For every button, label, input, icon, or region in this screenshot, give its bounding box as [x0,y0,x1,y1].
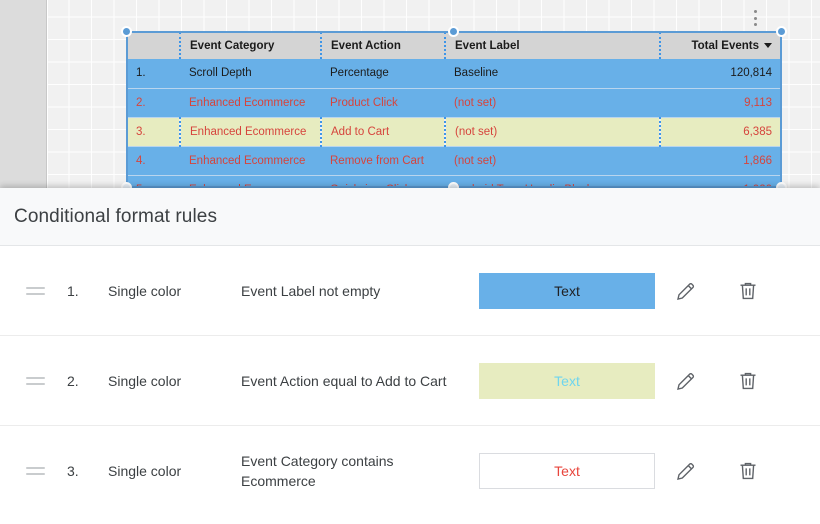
pencil-icon[interactable] [655,279,717,303]
drag-handle-line [26,292,45,295]
rule-type: Single color [108,282,182,299]
drag-handle-icon[interactable] [26,467,50,475]
drag-handle-icon[interactable] [26,376,50,385]
report-table-component[interactable]: Event Category Event Action Event Label … [121,26,787,205]
page-title: Conditional format rules [14,205,218,227]
dialog-header: Conditional format rules [0,188,820,246]
rule-type: Single color [108,372,182,389]
cell-event-action: Remove from Cart [321,146,445,176]
cell-event-category: Enhanced Ecommerce [180,146,321,176]
resize-handle-top-center[interactable] [448,26,459,37]
cell-event-label: (not set) [445,146,660,176]
column-header-event-category[interactable]: Event Category [179,32,321,59]
rule-row[interactable]: 1. Single color Event Label not empty Te… [0,246,820,336]
rule-description: Event Label not empty [241,282,381,299]
rule-description: Event Action equal to Add to Cart [241,372,447,389]
column-header-event-action[interactable]: Event Action [320,32,445,59]
rule-index: 3. [67,463,79,479]
rule-type: Single color [108,463,182,479]
cell-index: 3. [127,117,180,147]
drag-handle-icon[interactable] [26,286,50,295]
table-header-row: Event Category Event Action Event Label … [127,32,781,59]
column-header-total-events-label: Total Events [691,39,759,52]
selection-border-left [126,32,128,187]
rule-index: 1. [67,282,79,299]
cell-event-label: (not set) [445,88,660,118]
cell-event-category: Scroll Depth [180,59,321,89]
pencil-icon[interactable] [655,459,717,483]
drag-handle-line [26,376,45,379]
drag-handle-line [26,467,45,469]
editor-left-rail [0,0,47,200]
kebab-dot [753,10,757,13]
trash-icon[interactable] [717,369,779,393]
report-table: Event Category Event Action Event Label … [127,32,781,205]
resize-handle-top-left[interactable] [121,26,132,37]
rules-list: 1. Single color Event Label not empty Te… [0,246,820,516]
cell-event-category: Enhanced Ecommerce [179,117,321,147]
cell-total-events: 9,113 [660,88,781,118]
pencil-icon[interactable] [655,369,717,393]
drag-handle-line [26,286,45,289]
rule-color-preview[interactable]: Text [479,362,655,399]
drag-handle-line [26,382,45,385]
cell-index: 4. [127,146,180,176]
kebab-dot [753,23,757,26]
column-header-total-events[interactable]: Total Events [659,32,781,59]
kebab-dot [753,16,757,20]
rule-color-preview-text: Text [554,282,580,299]
cell-event-action: Product Click [321,88,445,118]
column-header-index[interactable] [127,32,180,59]
table-row[interactable]: 3. Enhanced Ecommerce Add to Cart (not s… [127,117,781,147]
cell-total-events: 120,814 [660,59,781,89]
rule-row[interactable]: 2. Single color Event Action equal to Ad… [0,336,820,426]
cell-event-label: Baseline [445,59,660,89]
trash-icon[interactable] [717,279,779,303]
more-vert-icon[interactable] [748,7,762,29]
conditional-format-rules-dialog: Conditional format rules 1. Single color… [0,188,820,524]
rule-color-preview-text: Text [554,372,580,389]
table-row[interactable]: 4. Enhanced Ecommerce Remove from Cart (… [127,146,781,176]
rule-index: 2. [67,372,79,389]
cell-total-events: 6,385 [659,117,781,147]
cell-index: 1. [127,59,180,89]
sort-descending-caret-icon [764,42,772,48]
report-editor-background: Event Category Event Action Event Label … [0,0,820,205]
rule-color-preview-text: Text [554,463,580,479]
drag-handle-line [26,473,45,475]
selection-border-right [780,32,782,187]
table-row[interactable]: 1. Scroll Depth Percentage Baseline 120,… [127,59,781,89]
trash-icon[interactable] [717,459,779,483]
rule-color-preview[interactable]: Text [479,272,655,309]
rule-color-preview[interactable]: Text [479,453,655,489]
table-row[interactable]: 2. Enhanced Ecommerce Product Click (not… [127,88,781,118]
resize-handle-top-right[interactable] [776,26,787,37]
rule-row[interactable]: 3. Single color Event Category contains … [0,426,820,516]
cell-event-action: Add to Cart [320,117,445,147]
cell-event-action: Percentage [321,59,445,89]
cell-index: 2. [127,88,180,118]
cell-total-events: 1,866 [660,146,781,176]
column-header-event-label[interactable]: Event Label [444,32,660,59]
rule-description: Event Category contains Ecommerce [241,453,394,489]
report-table-header: Event Category Event Action Event Label … [127,32,781,59]
cell-event-category: Enhanced Ecommerce [180,88,321,118]
cell-event-label: (not set) [444,117,660,147]
